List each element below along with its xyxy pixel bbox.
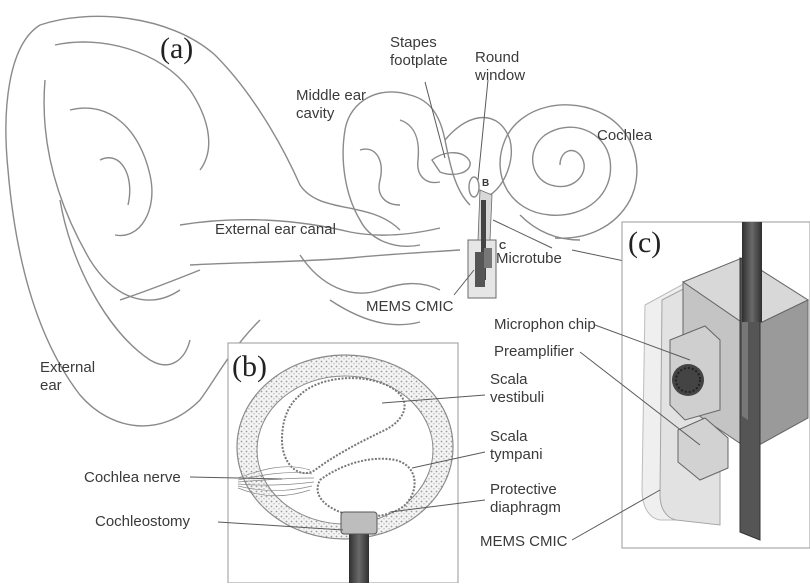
scala-vestibuli-label-2: vestibuli — [490, 389, 544, 406]
external-ear-label-2: ear — [40, 377, 62, 394]
panel-a-label: (a) — [160, 32, 193, 65]
panel-b-label: (b) — [232, 350, 267, 383]
scala-vestibuli-label-1: Scala — [490, 371, 528, 388]
preamplifier-label: Preamplifier — [494, 343, 574, 360]
external-ear-label-1: External — [40, 359, 95, 376]
round-window-label-1: Round — [475, 49, 519, 66]
stapes-label-2: footplate — [390, 52, 448, 69]
implant-schematic-a — [468, 190, 496, 298]
cochlea-label: Cochlea — [597, 127, 653, 144]
scala-tympani-label-1: Scala — [490, 428, 528, 445]
panel-c-label: (c) — [628, 226, 661, 259]
middle-ear-label-1: Middle ear — [296, 87, 366, 104]
mems-cmic-label-a: MEMS CMIC — [366, 298, 454, 315]
diaphragm-label-1: Protective — [490, 481, 557, 498]
diaphragm-label-2: diaphragm — [490, 499, 561, 516]
marker-c: C — [499, 241, 506, 252]
microtube-label: Microtube — [496, 250, 562, 267]
middle-ear-label-2: cavity — [296, 105, 335, 122]
stapes-label-1: Stapes — [390, 34, 437, 51]
marker-b: B — [482, 178, 489, 189]
cochlea-nerve-label: Cochlea nerve — [84, 469, 181, 486]
round-window-label-2: window — [474, 67, 525, 84]
mems-cmic-label-c: MEMS CMIC — [480, 533, 568, 550]
cochleostomy-label: Cochleostomy — [95, 513, 191, 530]
microphone-chip-label: Microphon chip — [494, 316, 596, 333]
cochlea-spiral — [500, 105, 637, 240]
ear-canal-label: External ear canal — [215, 221, 336, 238]
scala-tympani-label-2: tympani — [490, 446, 543, 463]
